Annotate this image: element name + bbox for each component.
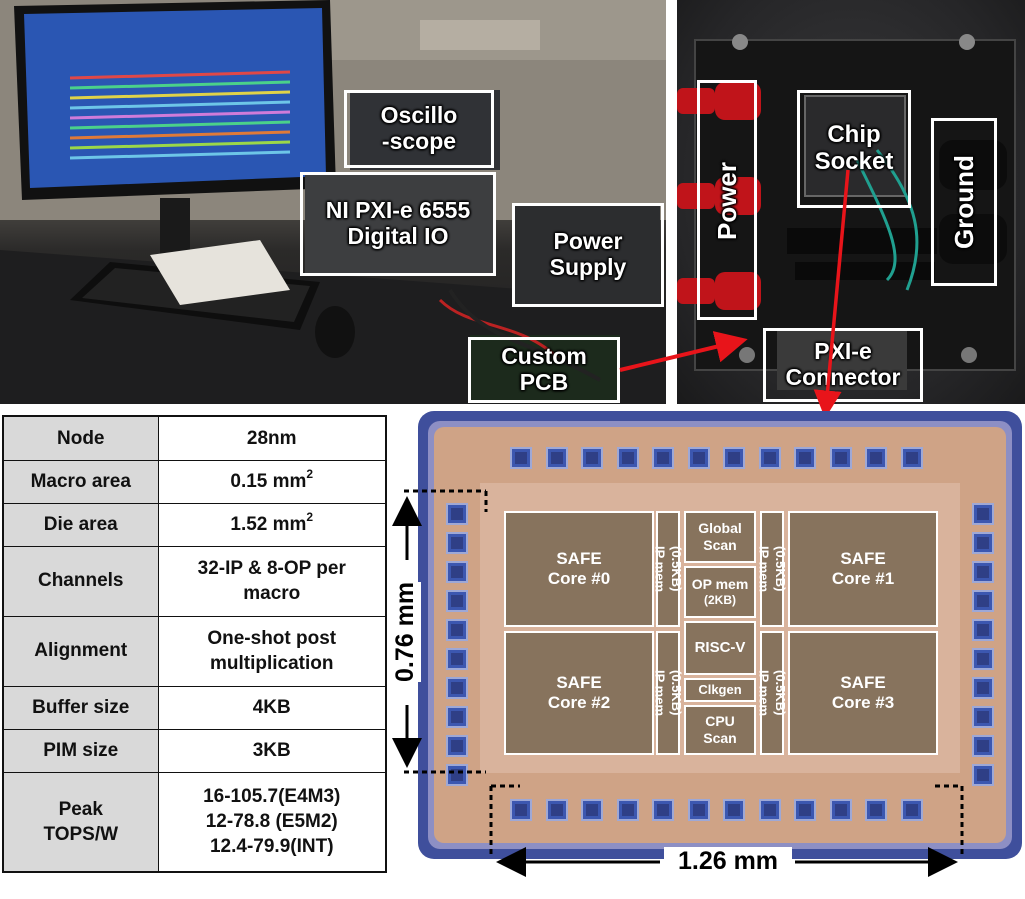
- io-pad: [794, 799, 816, 821]
- io-pad: [687, 799, 710, 821]
- io-pad: [972, 532, 994, 554]
- ip-mem-1: IP mem(0.5KB): [757, 511, 788, 627]
- die-width-label: 1.26 mm: [664, 847, 792, 877]
- spec-value: 16-105.7(E4M3) 12-78.8 (E5M2) 12.4-79.9(…: [157, 771, 387, 873]
- io-pad: [829, 799, 852, 821]
- table-row: Channels 32-IP & 8-OP per macro: [2, 545, 387, 617]
- power-callout: [697, 80, 757, 320]
- io-pad: [865, 447, 887, 469]
- io-pad: [446, 532, 468, 554]
- io-pad: [723, 799, 745, 821]
- io-pad: [446, 590, 468, 612]
- spec-value: 3KB: [157, 728, 387, 773]
- io-pad: [972, 706, 994, 728]
- io-pad: [652, 799, 674, 821]
- spec-value: 1.52 mm2: [157, 502, 387, 547]
- ground-callout: [931, 118, 997, 286]
- io-pad: [581, 447, 603, 469]
- io-pad: [758, 447, 781, 469]
- spec-key: Peak TOPS/W: [2, 771, 159, 873]
- io-pad: [972, 503, 994, 525]
- ip-mem-2: IP mem(0.5KB): [653, 631, 684, 755]
- io-pad: [446, 764, 468, 786]
- power-supply-callout: Power Supply: [512, 203, 664, 307]
- spec-value: 32-IP & 8-OP per macro: [157, 545, 387, 617]
- io-pad: [829, 447, 852, 469]
- io-pad: [616, 447, 639, 469]
- io-pad: [900, 799, 923, 821]
- io-pad: [972, 764, 994, 786]
- io-pad: [510, 447, 532, 469]
- lab-setup-illustration: [0, 0, 666, 404]
- chip-socket-callout: Chip Socket: [797, 90, 911, 208]
- io-pad: [581, 799, 603, 821]
- io-pad: [972, 648, 994, 670]
- spec-value: 0.15 mm2: [157, 459, 387, 504]
- spec-table: Node 28nm Macro area 0.15 mm2 Die area 1…: [2, 415, 387, 873]
- risc-v: RISC-V: [684, 621, 756, 675]
- die-height-label: 0.76 mm: [391, 581, 421, 682]
- io-pad: [616, 799, 639, 821]
- io-pad: [972, 735, 994, 757]
- spec-key: Alignment: [2, 615, 159, 687]
- ip-mem-3: IP mem(0.5KB): [757, 631, 788, 755]
- io-pad: [972, 677, 994, 699]
- io-pad: [723, 447, 745, 469]
- spec-key: Node: [2, 415, 159, 461]
- oscilloscope-callout: Oscillo -scope: [344, 90, 494, 168]
- io-pad: [545, 447, 568, 469]
- io-pad: [510, 799, 532, 821]
- lab-setup-photo: Oscillo -scope NI PXI-e 6555 Digital IO …: [0, 0, 666, 404]
- io-pad: [446, 503, 468, 525]
- spec-value: 4KB: [157, 685, 387, 730]
- spec-key: Macro area: [2, 459, 159, 504]
- io-pad: [687, 447, 710, 469]
- io-pad: [446, 648, 468, 670]
- spec-key: Buffer size: [2, 685, 159, 730]
- io-pad: [900, 447, 923, 469]
- spec-key: Channels: [2, 545, 159, 617]
- digital-io-callout: NI PXI-e 6555 Digital IO: [300, 172, 496, 276]
- ground-label: Ground: [949, 155, 979, 249]
- pcb-photo: Power Chip Socket Ground PXI-e Connector: [677, 0, 1025, 404]
- io-pad: [446, 706, 468, 728]
- op-mem: OP mem(2KB): [684, 566, 756, 618]
- io-pad: [545, 799, 568, 821]
- custom-pcb-callout: Custom PCB: [468, 337, 620, 403]
- clkgen: Clkgen: [684, 678, 756, 702]
- pxie-connector-callout: PXI-e Connector: [763, 328, 923, 402]
- io-pad: [652, 447, 674, 469]
- io-pad: [972, 590, 994, 612]
- table-row: Peak TOPS/W 16-105.7(E4M3) 12-78.8 (E5M2…: [2, 771, 387, 873]
- io-pad: [446, 735, 468, 757]
- table-row: PIM size 3KB: [2, 728, 387, 773]
- io-pad: [446, 619, 468, 641]
- io-pad: [972, 561, 994, 583]
- io-pad: [446, 677, 468, 699]
- io-pad: [972, 619, 994, 641]
- io-pad: [446, 561, 468, 583]
- spec-value: One-shot post multiplication: [157, 615, 387, 687]
- spec-key: Die area: [2, 502, 159, 547]
- io-pad: [758, 799, 781, 821]
- table-row: Macro area 0.15 mm2: [2, 459, 387, 504]
- power-label: Power: [712, 161, 742, 241]
- table-row: Alignment One-shot post multiplication: [2, 615, 387, 687]
- io-pad: [794, 447, 816, 469]
- table-row: Die area 1.52 mm2: [2, 502, 387, 547]
- ip-mem-0: IP mem(0.5KB): [653, 511, 684, 627]
- spec-key: PIM size: [2, 728, 159, 773]
- table-row: Buffer size 4KB: [2, 685, 387, 730]
- table-row: Node 28nm: [2, 415, 387, 461]
- io-pad: [865, 799, 887, 821]
- spec-value: 28nm: [157, 415, 387, 461]
